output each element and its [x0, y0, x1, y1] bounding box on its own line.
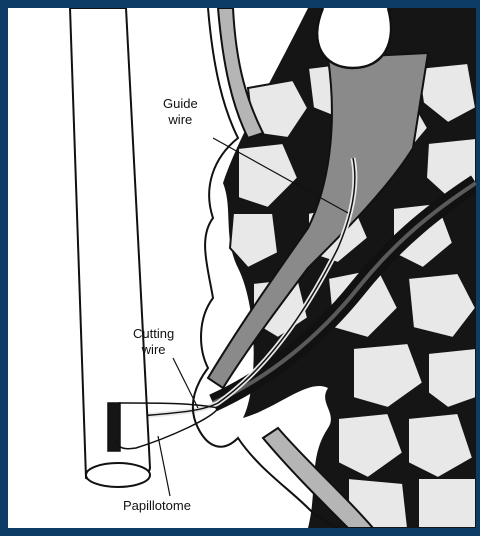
guide-wire-label-line2: wire [163, 112, 198, 128]
papillotome-label: Papillotome [123, 498, 191, 514]
guide-wire-label-line1: Guide [163, 96, 198, 112]
cutting-wire-label-line2: wire [133, 342, 174, 358]
ampulla-wall [218, 8, 263, 138]
duodenal-fold-top [317, 8, 391, 68]
cutting-wire-label-line1: Cutting [133, 326, 174, 342]
guide-wire-label: Guide wire [163, 96, 198, 128]
papillotome-label-text: Papillotome [123, 498, 191, 514]
illustration-frame: Guide wire Cutting wire Papillotome [8, 8, 476, 528]
cutting-wire-label: Cutting wire [133, 326, 174, 358]
ercp-sphincterotomy-diagram [8, 8, 476, 528]
